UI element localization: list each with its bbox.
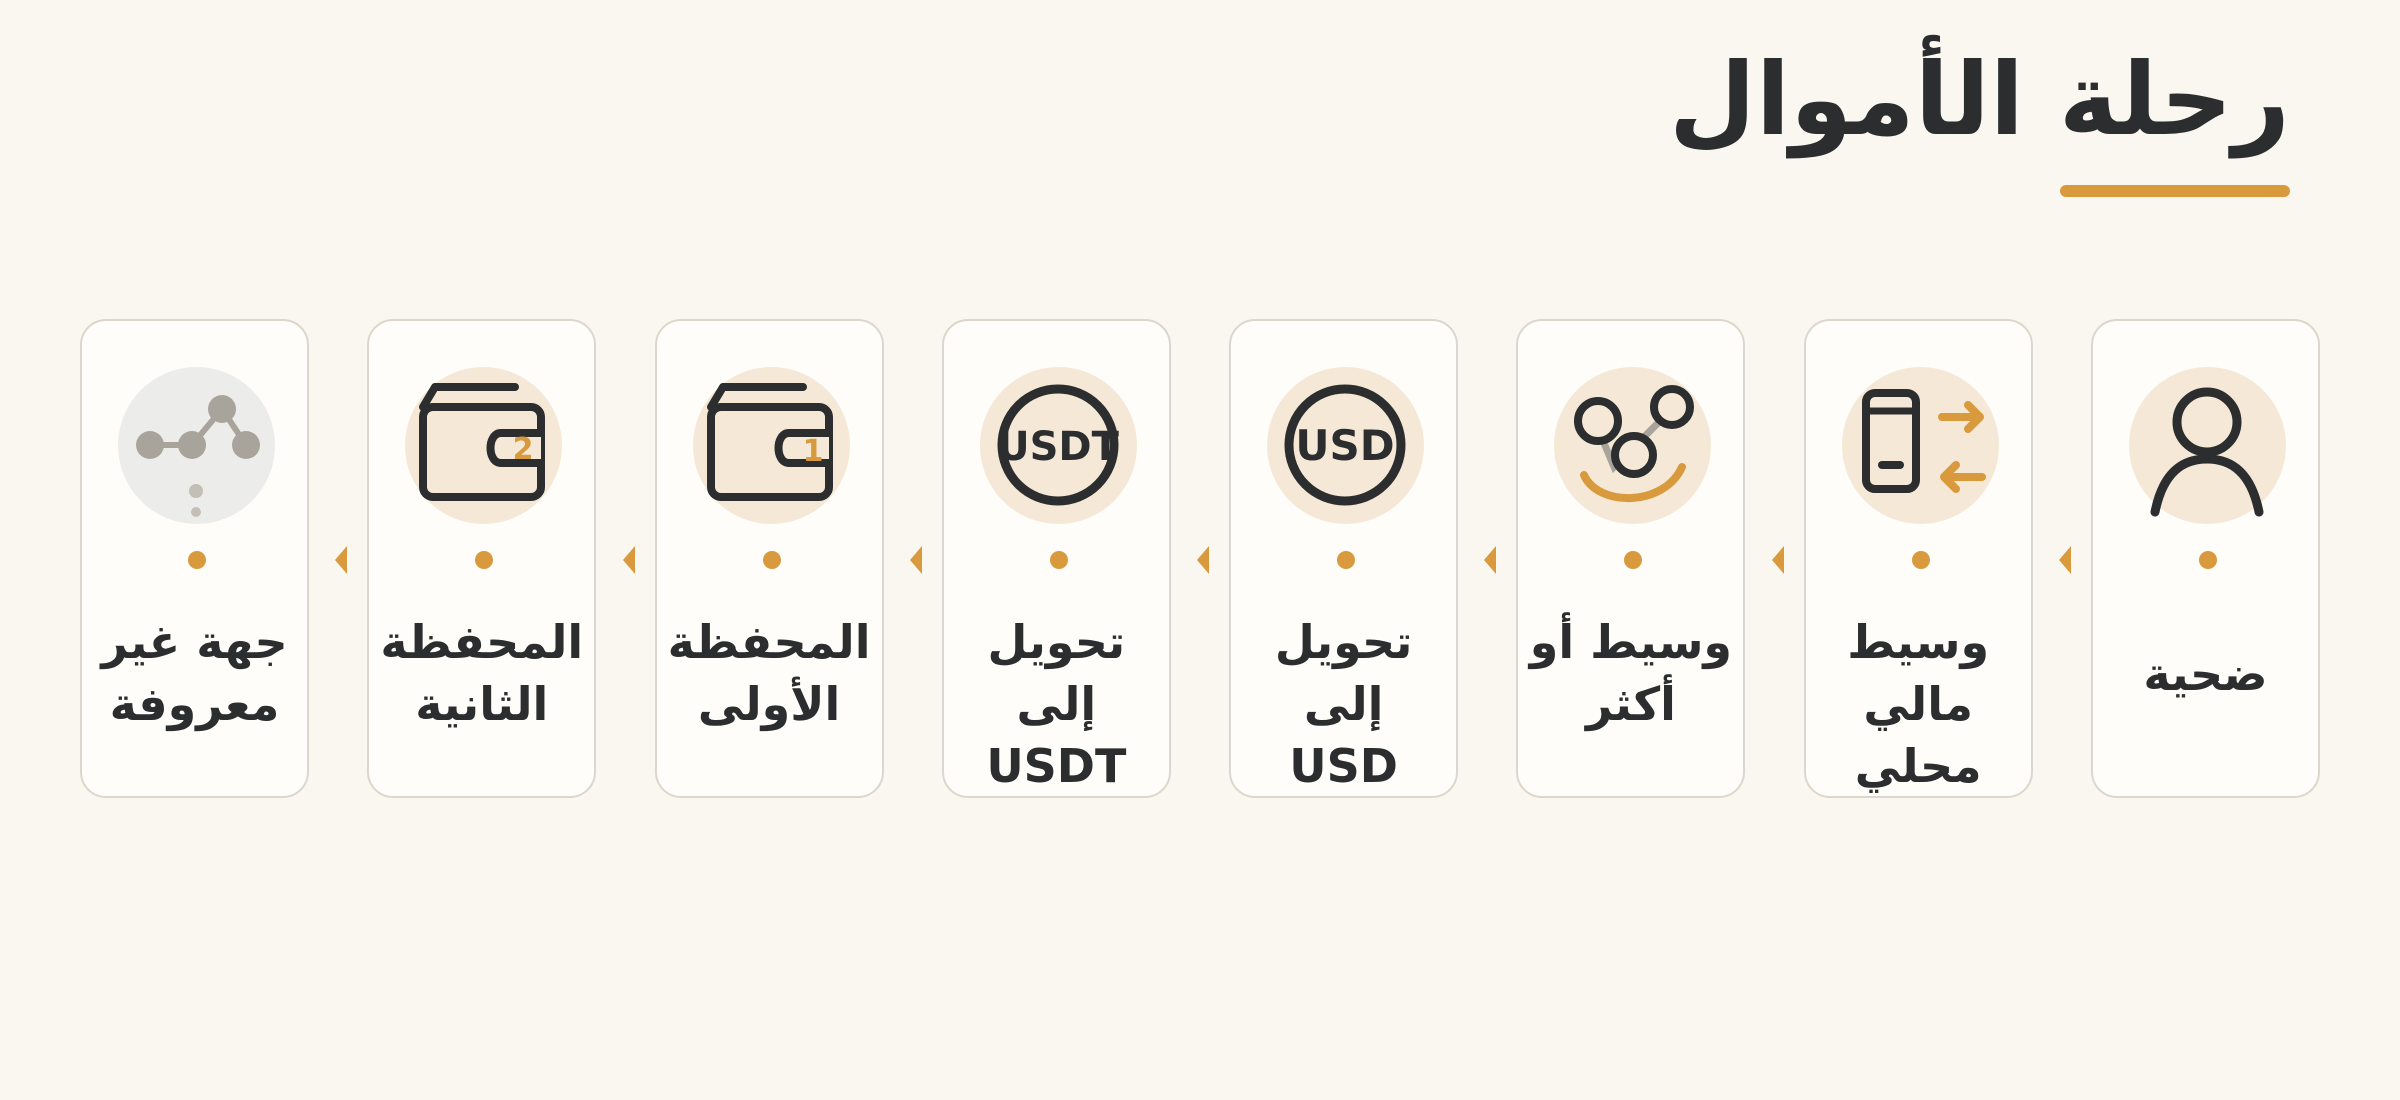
flow-arrow-icon (622, 546, 635, 574)
step-card-convert-usdt: USDT تحويل إلى USDT (909, 319, 1171, 798)
step-dot (188, 551, 206, 569)
step-label: وسيط أو أكثر (1529, 615, 1733, 731)
step-label: المحفظة الأولى (667, 615, 871, 731)
flow-arrow-icon (1484, 546, 1497, 574)
step-dot (2198, 551, 2217, 569)
usdt-coin-text: USDT (997, 424, 1119, 470)
step-dot (1049, 551, 1068, 569)
step-card-victim: ضحية (2058, 319, 2320, 798)
page-title: رحلة الأموال (1669, 41, 2291, 158)
flow-arrow-icon (1197, 546, 1210, 574)
flow-arrow-icon (909, 546, 922, 574)
step-card-wallet-1: 1 المحفظة الأولى (622, 319, 884, 798)
step-dot (1337, 551, 1356, 569)
step-label: وسيط مالي محلي (1847, 615, 1990, 793)
step-dot (475, 551, 494, 569)
wallet-1-icon: 1 (692, 367, 850, 524)
step-dot (1911, 551, 1930, 569)
step-card-wallet-2: 2 المحفظة الثانية (335, 319, 597, 798)
usd-coin-text: USD (1296, 421, 1395, 470)
usd-coin-icon: USD (1267, 367, 1425, 524)
flow-arrow-icon (1771, 546, 1784, 574)
step-card-convert-usd: USD تحويل إلى USD (1197, 319, 1459, 798)
phone-exchange-icon (1841, 367, 1999, 524)
step-card-unknown-party: جهة غير معروفة (80, 319, 309, 798)
step-card-local-intermediary: وسيط مالي محلي (1771, 319, 2033, 798)
unknown-network-icon (118, 367, 275, 524)
step-dot (1624, 551, 1643, 569)
usdt-coin-icon: USDT (979, 367, 1137, 524)
step-label: ضحية (2143, 647, 2268, 701)
flow-arrow-icon (335, 546, 348, 574)
step-label: المحفظة الثانية (380, 615, 584, 731)
step-dot (762, 551, 781, 569)
wallet-number: 2 (513, 432, 534, 467)
wallet-number: 1 (802, 434, 823, 469)
person-icon (2128, 367, 2286, 524)
wallet-2-icon: 2 (405, 367, 563, 524)
step-label: جهة غير معروفة (101, 615, 288, 731)
title-underline (2060, 185, 2290, 197)
step-label: تحويل إلى USD (1274, 615, 1413, 793)
money-flow-diagram: ضحية وسيط مالي محلي (80, 319, 2320, 800)
step-label: تحويل إلى USDT (986, 615, 1127, 793)
flow-arrow-icon (2058, 546, 2071, 574)
network-hands-icon (1554, 367, 1712, 524)
step-card-intermediaries: وسيط أو أكثر (1484, 319, 1746, 798)
